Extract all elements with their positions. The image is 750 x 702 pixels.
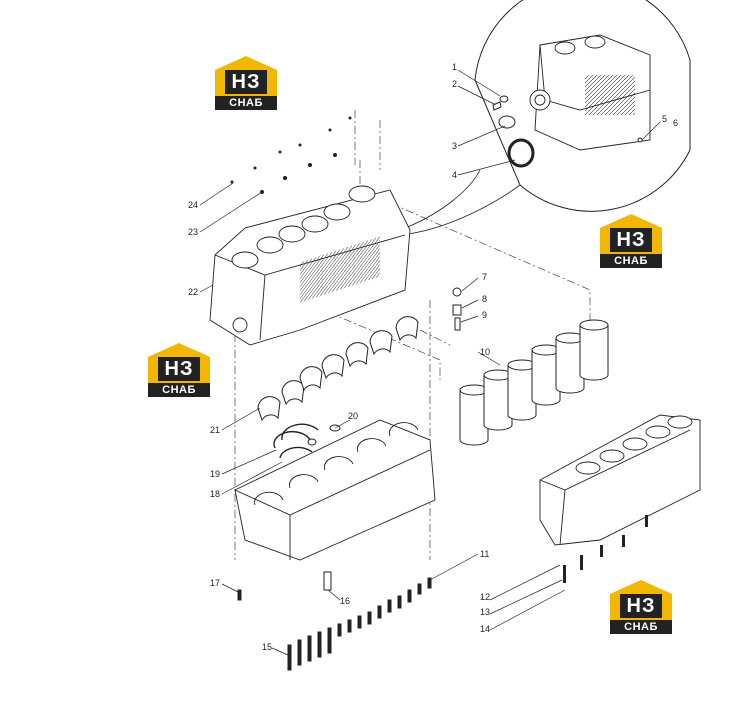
callout-13: 13 bbox=[480, 607, 490, 617]
callout-3: 3 bbox=[452, 141, 457, 151]
brand-word: СНАБ bbox=[215, 96, 277, 110]
crankcase-bolts bbox=[237, 571, 432, 671]
head-bolts bbox=[230, 116, 352, 194]
brand-word: СНАБ bbox=[148, 383, 210, 397]
brand-logo: НЗ СНАБ bbox=[610, 580, 672, 634]
brand-word: СНАБ bbox=[610, 620, 672, 634]
brand-word: СНАБ bbox=[600, 254, 662, 268]
detail-circle bbox=[399, 0, 691, 236]
callout-14: 14 bbox=[480, 624, 490, 634]
callout-9: 9 bbox=[482, 310, 487, 320]
brand-mark: НЗ bbox=[158, 357, 200, 381]
cylinder-block bbox=[209, 185, 411, 346]
detail-small-parts bbox=[492, 95, 643, 168]
callout-10: 10 bbox=[480, 347, 490, 357]
assembled-block bbox=[539, 414, 701, 546]
callout-labels: 1 2 3 4 5 6 7 8 9 10 11 12 13 14 15 16 1… bbox=[188, 62, 678, 652]
brand-logo: НЗ СНАБ bbox=[215, 56, 277, 110]
callout-4: 4 bbox=[452, 170, 457, 180]
callout-11: 11 bbox=[480, 549, 489, 559]
callout-6: 6 bbox=[673, 118, 678, 128]
callout-17: 17 bbox=[210, 578, 220, 588]
callout-12: 12 bbox=[480, 592, 490, 602]
callout-19: 19 bbox=[210, 469, 220, 479]
main-bearing-shells bbox=[257, 316, 419, 422]
callout-20: 20 bbox=[348, 411, 358, 421]
callout-23: 23 bbox=[188, 227, 198, 237]
leader-lines bbox=[199, 69, 661, 656]
thrust-washers bbox=[273, 423, 319, 459]
dowel-19 bbox=[307, 438, 317, 446]
callout-18: 18 bbox=[210, 489, 220, 499]
callout-21: 21 bbox=[210, 425, 220, 435]
detail-engine-block bbox=[529, 34, 651, 151]
callout-7: 7 bbox=[482, 272, 487, 282]
lower-crankcase bbox=[234, 419, 436, 561]
callout-22: 22 bbox=[188, 287, 198, 297]
brand-mark: НЗ bbox=[225, 70, 267, 94]
callout-1: 1 bbox=[452, 62, 457, 72]
brand-mark: НЗ bbox=[610, 228, 652, 252]
brand-logo: НЗ СНАБ bbox=[148, 343, 210, 397]
cylinder-liners bbox=[459, 319, 609, 446]
brand-logo: НЗ СНАБ bbox=[600, 214, 662, 268]
assembled-block-bolts bbox=[563, 515, 648, 583]
callout-24: 24 bbox=[188, 200, 198, 210]
callout-5: 5 bbox=[662, 114, 667, 124]
brand-mark: НЗ bbox=[620, 594, 662, 618]
nozzle-parts bbox=[452, 287, 462, 331]
callout-16: 16 bbox=[340, 596, 350, 606]
callout-8: 8 bbox=[482, 294, 487, 304]
callout-15: 15 bbox=[262, 642, 272, 652]
callout-2: 2 bbox=[452, 79, 457, 89]
